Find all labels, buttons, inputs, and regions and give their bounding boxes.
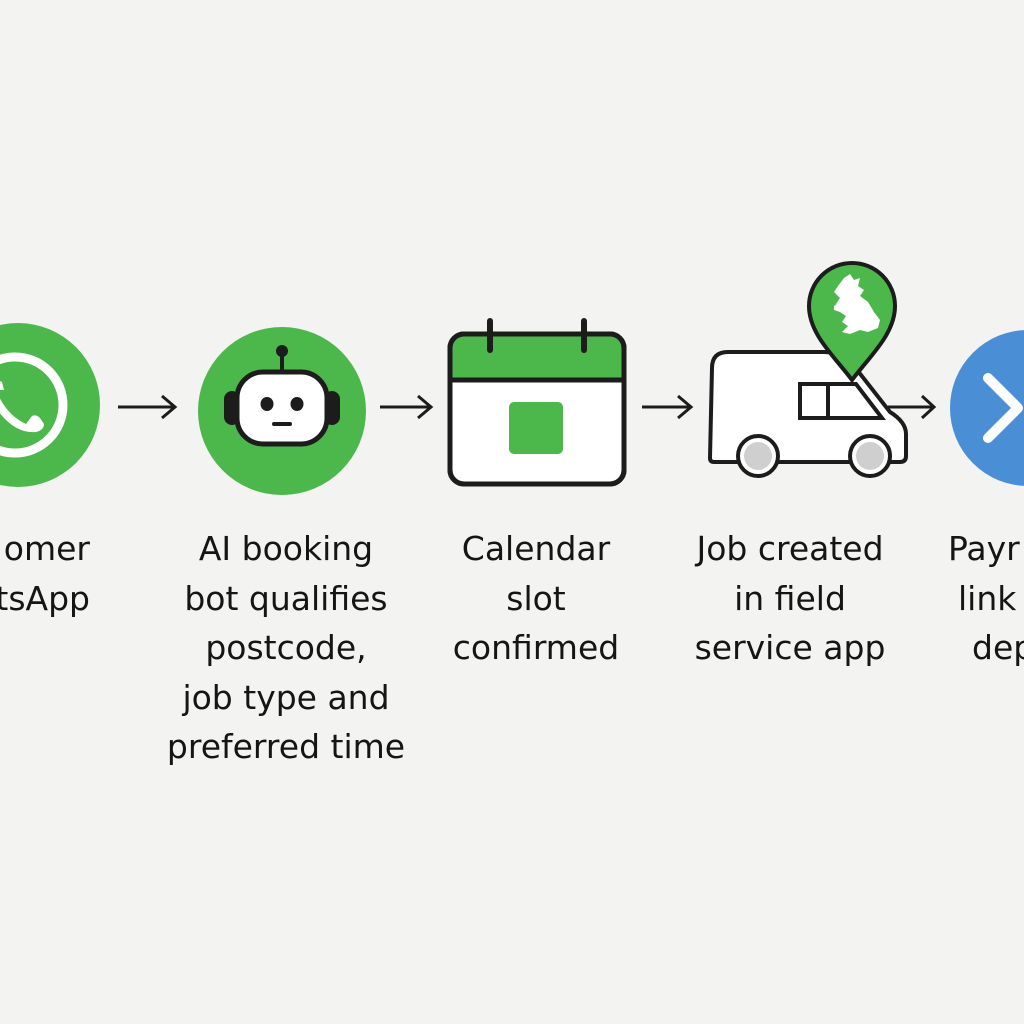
robot-icon	[198, 327, 366, 495]
step-2-icon	[197, 326, 367, 496]
step-4-icon	[706, 256, 916, 478]
chevron-right-icon	[950, 330, 1024, 486]
whatsapp-icon	[0, 323, 100, 487]
van-with-uk-map-pin-icon	[707, 261, 908, 478]
step-1-label: omer atsApp	[0, 529, 90, 618]
arrow-4-icon	[888, 394, 937, 420]
step-5-icon	[948, 328, 1024, 488]
arrow-2-icon	[380, 394, 434, 420]
arrow-3-icon	[642, 394, 694, 420]
step-3-icon	[446, 318, 630, 490]
step-5-label: Payr link dep	[948, 529, 1024, 667]
arrow-1-icon	[118, 394, 178, 420]
step-3-label: Calendar slot confirmed	[452, 529, 620, 667]
step-4-label: Job created in field service app	[694, 529, 886, 667]
calendar-icon	[447, 318, 627, 487]
step-2-label: AI booking bot qualifies postcode, job t…	[166, 529, 406, 766]
step-1-icon	[0, 320, 110, 500]
